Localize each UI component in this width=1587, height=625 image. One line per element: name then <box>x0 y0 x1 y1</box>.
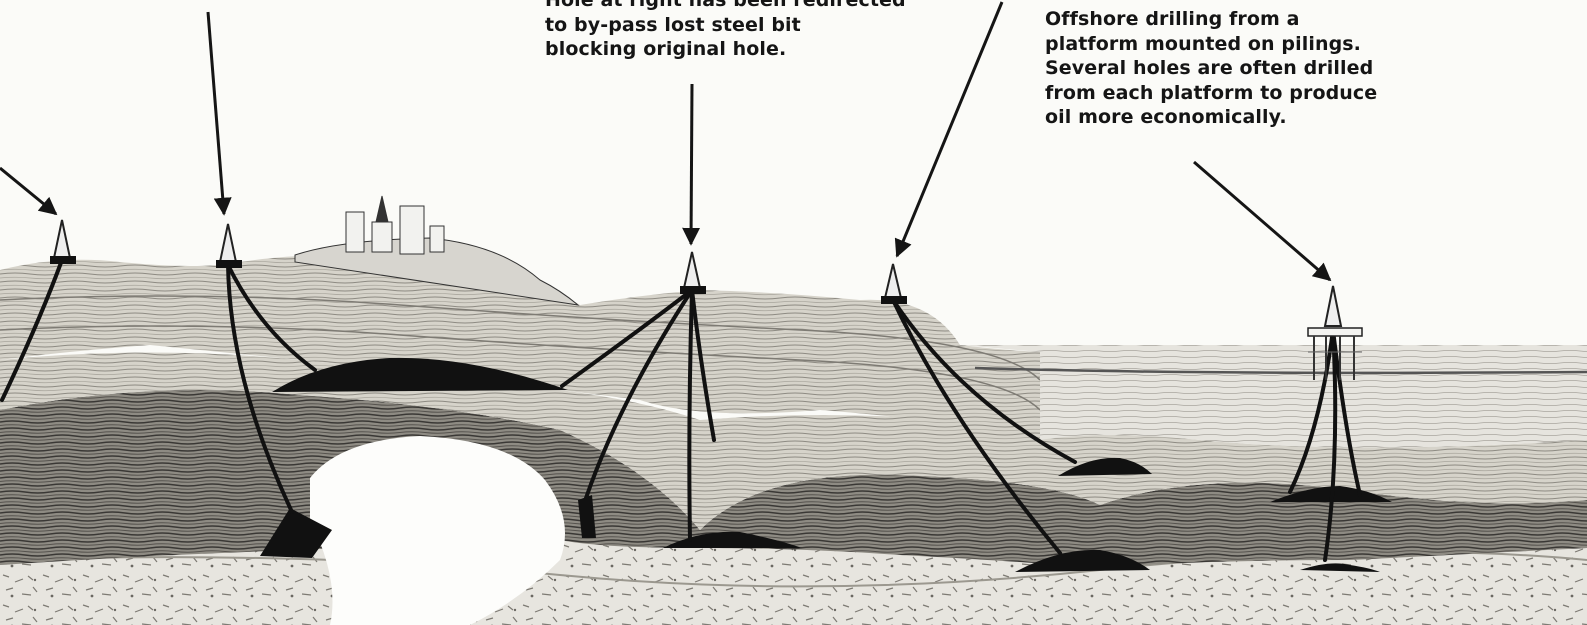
caption-line: ··· · ··· <box>118 0 183 9</box>
caption-line: Several holes are often drilled <box>1045 56 1377 81</box>
caption-left-partial: ··· · ··· <box>118 0 183 9</box>
derrick-icon <box>50 220 76 264</box>
caption-line: blocking original hole. <box>545 37 906 62</box>
caption-line: oil more economically. <box>1045 105 1377 130</box>
sea-water <box>960 345 1587 448</box>
caption-line: Hole at right has been redirected <box>545 0 906 13</box>
caption-line: to by-pass lost steel bit <box>545 13 906 38</box>
caption-redirected-hole: Hole at right has been redirected to by-… <box>545 0 906 62</box>
caption-line: from each platform to produce <box>1045 81 1377 106</box>
caption-offshore-drilling: Offshore drilling from a platform mounte… <box>1045 7 1377 130</box>
derrick-icon <box>216 224 242 268</box>
derrick-icon <box>680 252 706 294</box>
caption-line: platform mounted on pilings. <box>1045 32 1377 57</box>
caption-line: Offshore drilling from a <box>1045 7 1377 32</box>
derrick-icon <box>881 264 907 304</box>
